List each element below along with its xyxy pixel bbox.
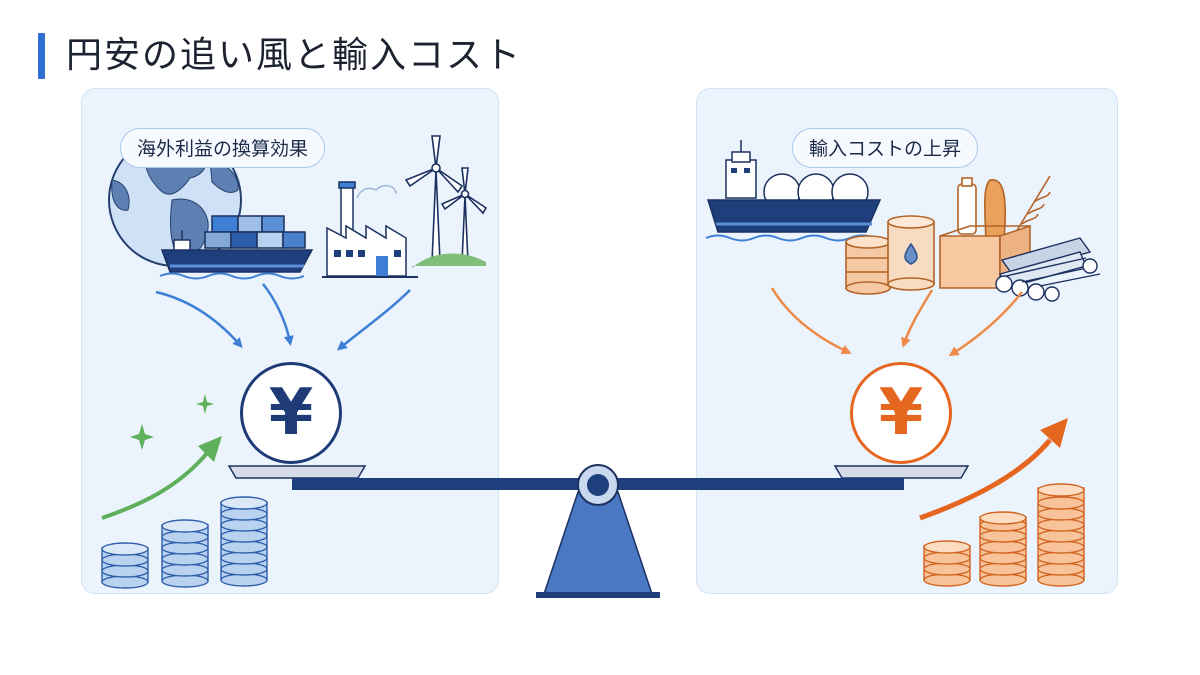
steel-pipes-icon: [995, 237, 1101, 302]
oil-can-icon: [887, 215, 935, 291]
seesaw-base: [536, 592, 660, 598]
right-inflow-arrows: [770, 287, 1023, 357]
right-tray: [833, 465, 970, 479]
hill-icon: [412, 253, 486, 268]
pivot-inner: [587, 474, 609, 496]
import-cost-label: 輸入コストの上昇: [792, 128, 979, 168]
sparkle-icon: [130, 394, 214, 450]
overseas-profit-label: 海外利益の換算効果: [120, 128, 326, 168]
left-inflow-arrows: [155, 283, 411, 351]
blue-coin-stacks: [101, 496, 268, 589]
lng-tanker-icon: [706, 140, 882, 233]
rising-arrow-icon: [101, 436, 222, 520]
yen-coin-blue-icon: ¥: [240, 362, 342, 464]
container-ship-icon: [160, 215, 314, 273]
oil-barrel-icon: [845, 235, 891, 295]
wind-turbine-icon: [404, 135, 488, 263]
seesaw-stand: [542, 491, 654, 595]
factory-icon: [326, 181, 407, 277]
rising-arrow-icon-orange: [919, 418, 1068, 521]
title-accent-bar: [38, 33, 45, 79]
yen-coin-orange-icon: ¥: [850, 362, 952, 464]
orange-coin-stacks: [923, 483, 1085, 587]
page-title: 円安の追い風と輸入コスト: [66, 35, 523, 76]
seesaw-balance: [227, 464, 970, 598]
left-tray: [227, 465, 367, 479]
